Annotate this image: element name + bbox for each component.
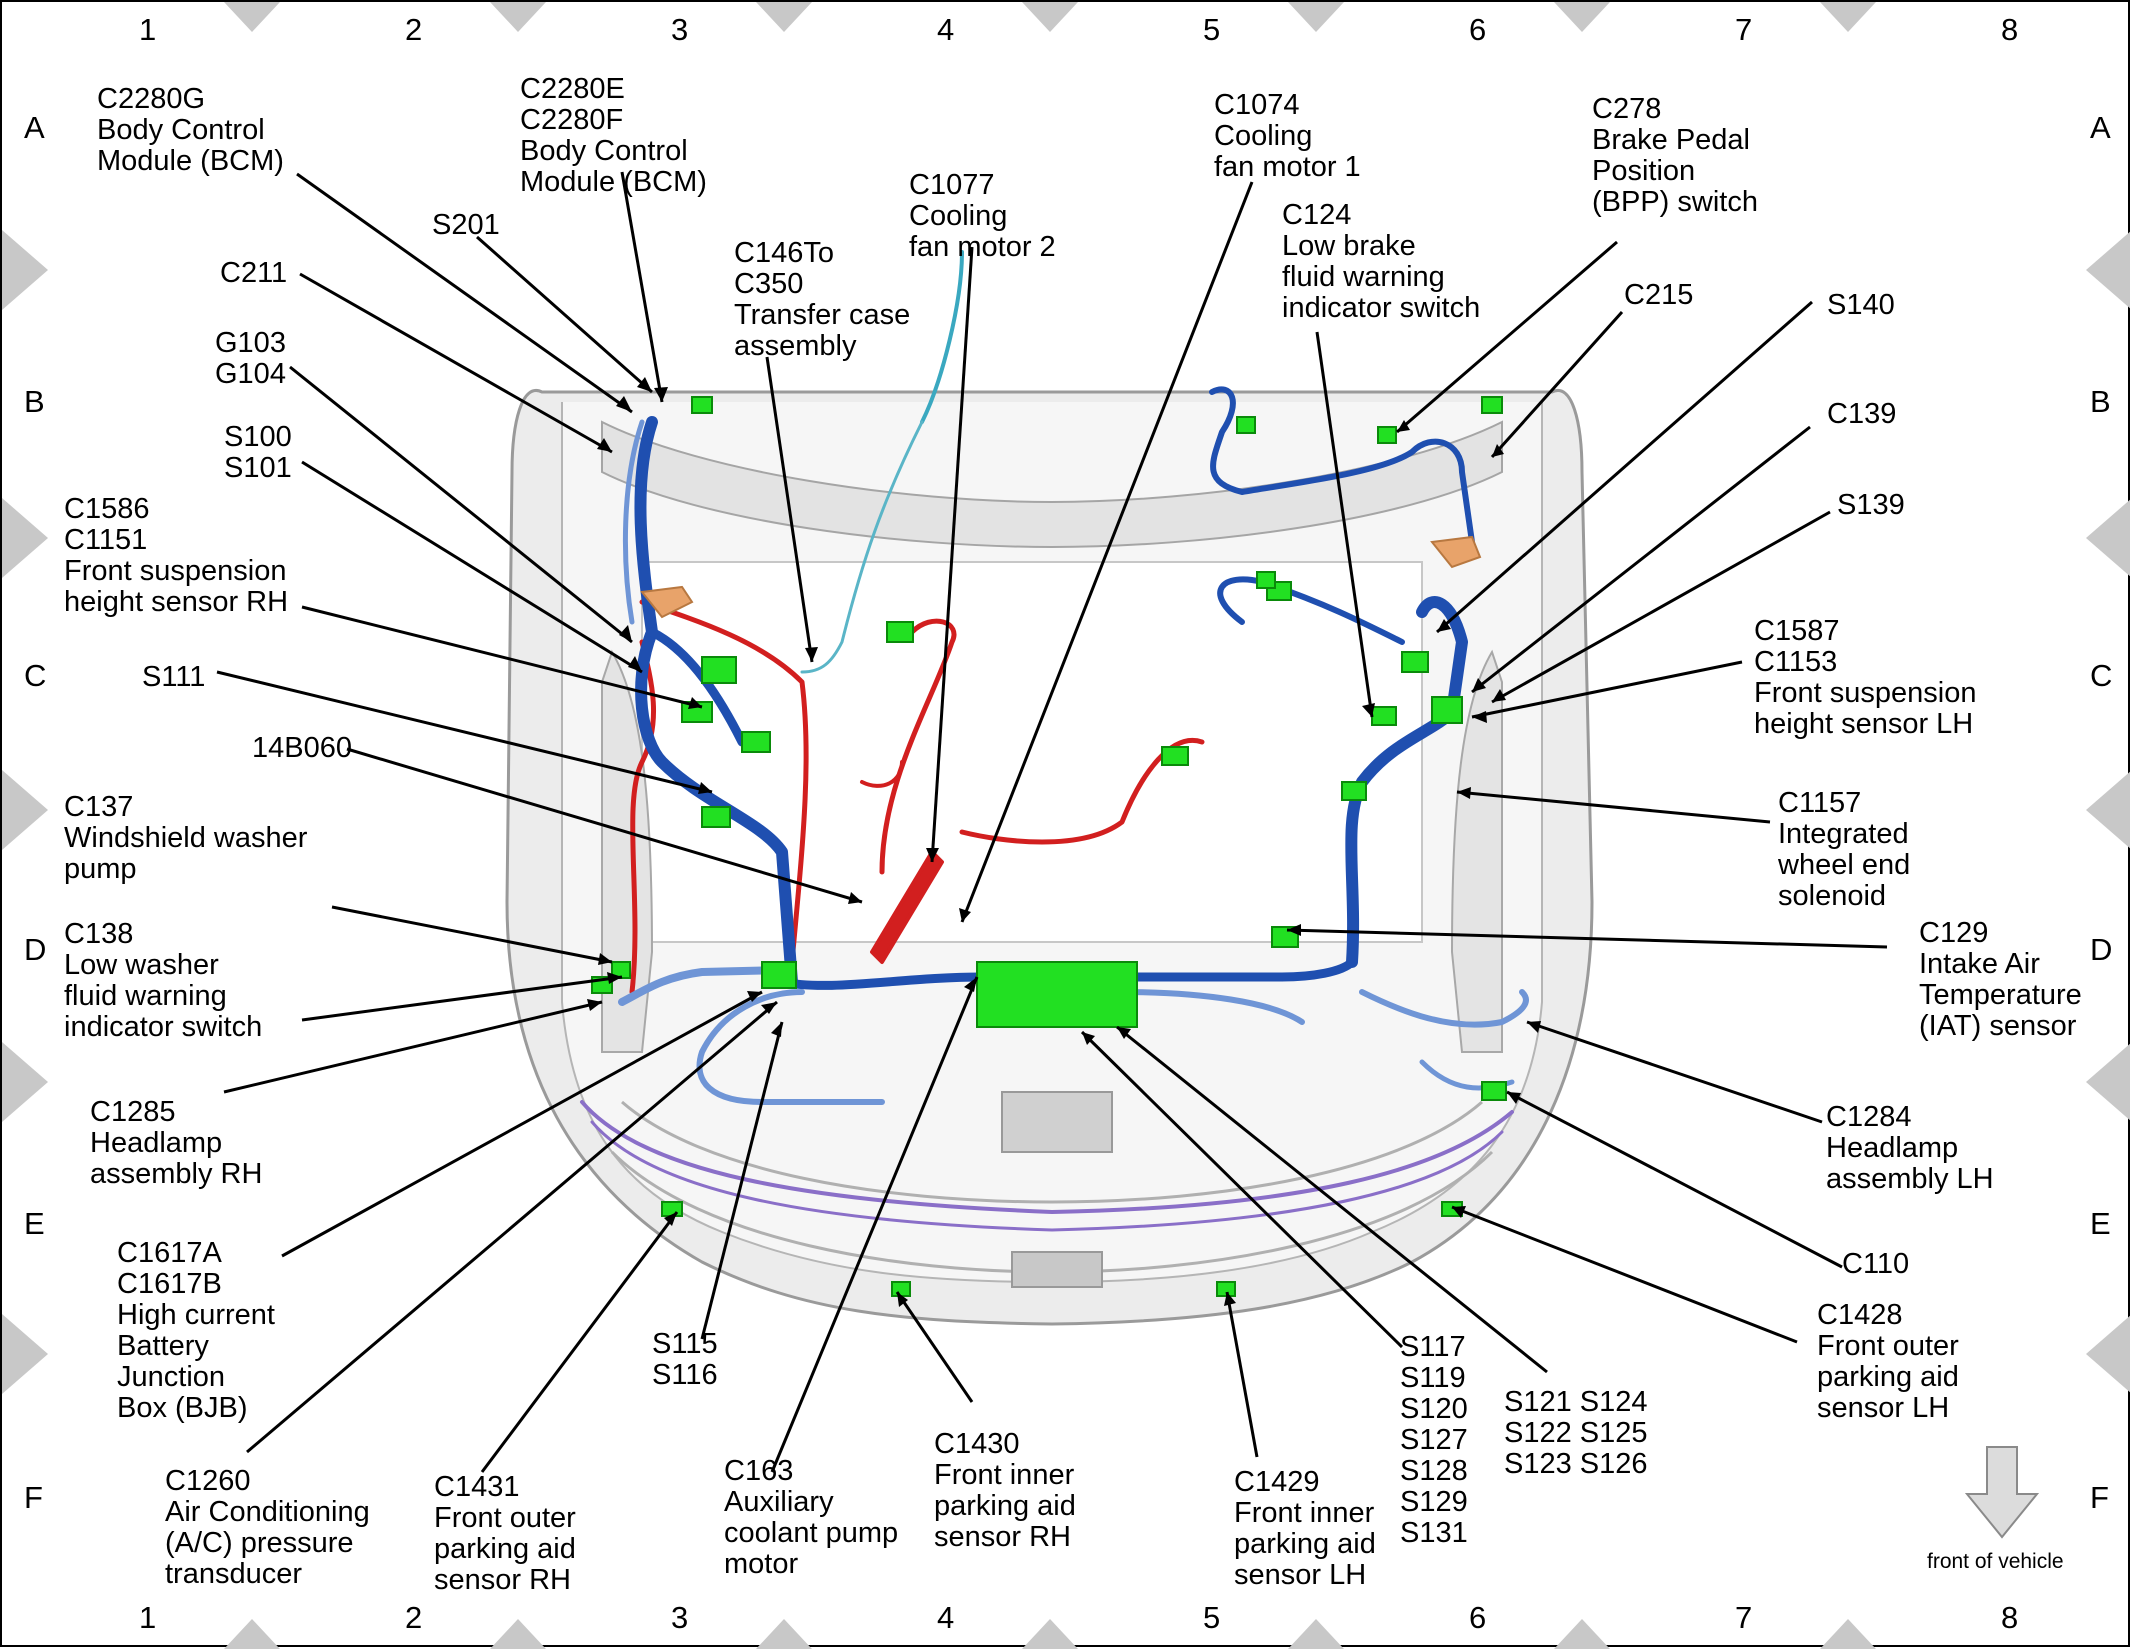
grid-col-8-bottom: 8 (2001, 1600, 2019, 1635)
grid-row-f-left: F (24, 1480, 43, 1515)
label-s115: S115 S116 (652, 1328, 718, 1391)
grid-row-b-left: B (24, 384, 45, 419)
label-c139: C139 (1827, 398, 1897, 430)
grid-row-c-right: C (2090, 658, 2113, 693)
grid-col-5-bottom: 5 (1203, 1600, 1221, 1635)
label-c146: C146To C350 Transfer case assembly (734, 237, 911, 362)
grid-col-1-top: 1 (139, 12, 157, 47)
label-s117: S117 S119 S120 S127 S128 S129 S131 (1400, 1331, 1468, 1549)
label-c129: C129 Intake Air Temperature (IAT) sensor (1919, 917, 2082, 1042)
label-g103: G103 G104 (215, 327, 286, 390)
label-c215: C215 (1624, 279, 1694, 311)
label-c1429: C1429 Front inner parking aid sensor LH (1234, 1466, 1376, 1591)
label-c1586: C1586 C1151 Front suspension height sens… (64, 493, 289, 618)
grid-col-8-top: 8 (2001, 12, 2019, 47)
vehicle-body (505, 389, 1594, 1326)
label-c110: C110 (1842, 1248, 1910, 1280)
label-c1284: C1284 Headlamp assembly LH (1826, 1101, 1994, 1195)
label-c1430: C1430 Front inner parking aid sensor RH (934, 1428, 1076, 1553)
grid-row-f-right: F (2090, 1480, 2109, 1515)
label-14b060: 14B060 (252, 732, 352, 764)
grid-col-2-top: 2 (405, 12, 423, 47)
grid-col-4-bottom: 4 (937, 1600, 955, 1635)
grid-row-d-right: D (2090, 932, 2113, 967)
label-s100: S100 S101 (224, 421, 292, 484)
label-c278: C278 Brake Pedal Position (BPP) switch (1592, 93, 1758, 218)
label-c124: C124 Low brake fluid warning indicator s… (1282, 199, 1481, 324)
grid-row-a-left: A (24, 110, 45, 145)
label-c1077: C1077 Cooling fan motor 2 (909, 169, 1056, 263)
label-s201: S201 (432, 209, 500, 241)
grid-col-2-bottom: 2 (405, 1600, 423, 1635)
leader-lines (216, 171, 1888, 1473)
grid-row-d-left: D (24, 932, 47, 967)
grid-row-b-right: B (2090, 384, 2111, 419)
front-of-vehicle-label: front of vehicle (1927, 1550, 2064, 1573)
grid-col-7-bottom: 7 (1735, 1600, 1753, 1635)
label-c1260: C1260 Air Conditioning (A/C) pressure tr… (165, 1465, 370, 1590)
label-s121: S121 S124 S122 S125 S123 S126 (1504, 1386, 1648, 1480)
grid-col-4-top: 4 (937, 12, 955, 47)
label-c2280g: C2280G Body Control Module (BCM) (97, 83, 284, 177)
label-c1074: C1074 Cooling fan motor 1 (1214, 89, 1361, 183)
arrowheads (587, 377, 1541, 1307)
label-c1617: C1617A C1617B High current Battery Junct… (117, 1237, 275, 1424)
bjb-box (976, 961, 1138, 1028)
front-arrow-icon (1964, 1446, 2040, 1539)
grid-col-1-bottom: 1 (139, 1600, 157, 1635)
grid-row-a-right: A (2090, 110, 2111, 145)
grid-col-5-top: 5 (1203, 12, 1221, 47)
label-c1285: C1285 Headlamp assembly RH (90, 1096, 263, 1190)
grid-col-7-top: 7 (1735, 12, 1753, 47)
label-s140: S140 (1827, 289, 1895, 321)
label-c1157: C1157 Integrated wheel end solenoid (1778, 787, 1911, 912)
label-c1587: C1587 C1153 Front suspension height sens… (1754, 615, 1977, 740)
grommets (640, 535, 1482, 619)
grid-row-e-left: E (24, 1206, 45, 1241)
label-c163: C163 Auxiliary coolant pump motor (724, 1455, 899, 1580)
label-c211: C211 (220, 257, 288, 289)
label-s111: S111 (142, 661, 206, 693)
grid-row-e-right: E (2090, 1206, 2111, 1241)
label-c138: C138 Low washer fluid warning indicator … (64, 918, 263, 1043)
label-s139: S139 (1837, 489, 1905, 521)
grid-row-c-left: C (24, 658, 47, 693)
grid-col-3-top: 3 (671, 12, 689, 47)
label-c1428: C1428 Front outer parking aid sensor LH (1817, 1299, 1959, 1424)
label-c1431: C1431 Front outer parking aid sensor RH (434, 1471, 576, 1596)
label-c137: C137 Windshield washer pump (64, 791, 308, 885)
label-c2280ef: C2280E C2280F Body Control Module (BCM) (520, 73, 707, 198)
grid-col-3-bottom: 3 (671, 1600, 689, 1635)
grid-col-6-top: 6 (1469, 12, 1487, 47)
grid-col-6-bottom: 6 (1469, 1600, 1487, 1635)
